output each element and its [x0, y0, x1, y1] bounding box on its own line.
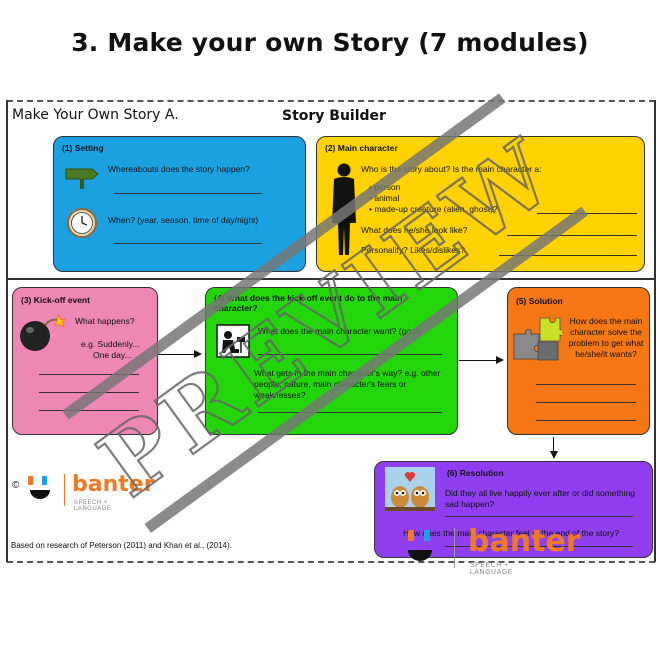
answer-line — [258, 354, 442, 355]
bomb-icon — [20, 313, 67, 351]
banter-wordmark: banter — [468, 524, 581, 559]
kickoff-question-what: What happens? — [75, 316, 135, 326]
answer-line — [445, 516, 633, 517]
sheet-left-border — [6, 100, 8, 562]
reaction-question-obstacle: What gets in the main character's way? e… — [254, 368, 441, 400]
arrowhead-4-to-5 — [496, 356, 504, 364]
reaction-title: (4) What does the kick-off event do to t… — [214, 293, 403, 313]
sheet-bottom-border — [7, 561, 655, 563]
kickoff-example-2: One day... — [93, 350, 132, 360]
resolution-question-feeling: How does the main character feel at the … — [403, 528, 619, 538]
main-character-panel: (2) Main character Who is the story abou… — [316, 136, 645, 272]
answer-line — [536, 384, 636, 385]
answer-line — [39, 374, 139, 375]
sheet-top-border — [7, 100, 655, 102]
arrowhead-5-to-6 — [550, 451, 558, 459]
kickoff-example-1: e.g. Suddenly... — [81, 339, 140, 349]
thinking-figure-icon — [216, 324, 250, 358]
setting-question-when: When? (year, season, time of day/night) — [108, 215, 259, 225]
answer-line — [39, 392, 139, 393]
main-character-question-look: What does he/she look like? — [361, 225, 468, 235]
arrow-4-to-5 — [459, 360, 496, 361]
answer-line — [39, 410, 139, 411]
solution-question: How does the main character solve the pr… — [568, 316, 644, 359]
copyright-symbol: © — [12, 480, 20, 491]
reaction-panel: (4) What does the kick-off event do to t… — [205, 287, 458, 435]
setting-panel: (1) Setting Whereabouts does the story h… — [53, 136, 306, 272]
clock-icon — [67, 208, 97, 238]
answer-line — [507, 235, 637, 236]
answer-line — [114, 243, 262, 244]
sheet-divider — [7, 278, 655, 280]
page-heading: 3. Make your own Story (7 modules) — [71, 28, 589, 57]
option-person: • person — [369, 182, 401, 192]
arrowhead-3-to-4 — [194, 350, 202, 358]
kickoff-title: (3) Kick-off event — [21, 295, 90, 305]
option-animal: • animal — [369, 193, 400, 203]
answer-line — [258, 412, 442, 413]
solution-panel: (5) Solution How does the main character… — [507, 287, 650, 435]
answer-line — [536, 402, 636, 403]
setting-question-where: Whereabouts does the story happen? — [108, 164, 250, 174]
answer-line — [445, 546, 633, 547]
banter-tagline: SPEECH + LANGUAGE — [74, 500, 112, 512]
main-character-question-who: Who is the story about? Is the main char… — [361, 164, 542, 174]
answer-line — [114, 193, 262, 194]
solution-title: (5) Solution — [516, 296, 563, 306]
banter-logo-mark — [28, 476, 50, 499]
person-silhouette-icon — [332, 163, 356, 255]
main-character-question-personality: Personality? Likes/dislikes? — [361, 245, 465, 255]
logo-separator — [454, 528, 455, 568]
signpost-icon — [65, 168, 99, 189]
sheet-right-border — [654, 100, 656, 562]
sheet-title: Make Your Own Story A. — [12, 107, 179, 123]
logo-separator — [64, 474, 65, 506]
option-creature: • made-up creature (alien, ghost)? — [369, 204, 498, 214]
arrow-3-to-4 — [158, 354, 194, 355]
answer-line — [537, 213, 637, 214]
resolution-title: (6) Resolution — [447, 468, 504, 478]
answer-line — [499, 255, 637, 256]
puzzle-pieces-icon — [513, 317, 562, 361]
research-footnote: Based on research of Peterson (2011) and… — [11, 541, 232, 550]
setting-title: (1) Setting — [62, 143, 104, 153]
resolution-question-ending: Did they all live happily ever after or … — [445, 488, 635, 509]
sheet-subtitle: Story Builder — [282, 108, 386, 124]
answer-line — [536, 420, 636, 421]
banter-tagline: SPEECH + LANGUAGE — [470, 562, 513, 576]
banter-wordmark: banter — [72, 472, 155, 497]
main-character-title: (2) Main character — [325, 143, 398, 153]
owls-icon — [385, 467, 435, 511]
arrow-5-to-6 — [553, 437, 554, 451]
banter-logo-mark — [408, 530, 432, 561]
reaction-question-goal: What does the main character want? (goal… — [258, 326, 421, 336]
kickoff-panel: (3) Kick-off event What happens? e.g. Su… — [12, 287, 158, 435]
